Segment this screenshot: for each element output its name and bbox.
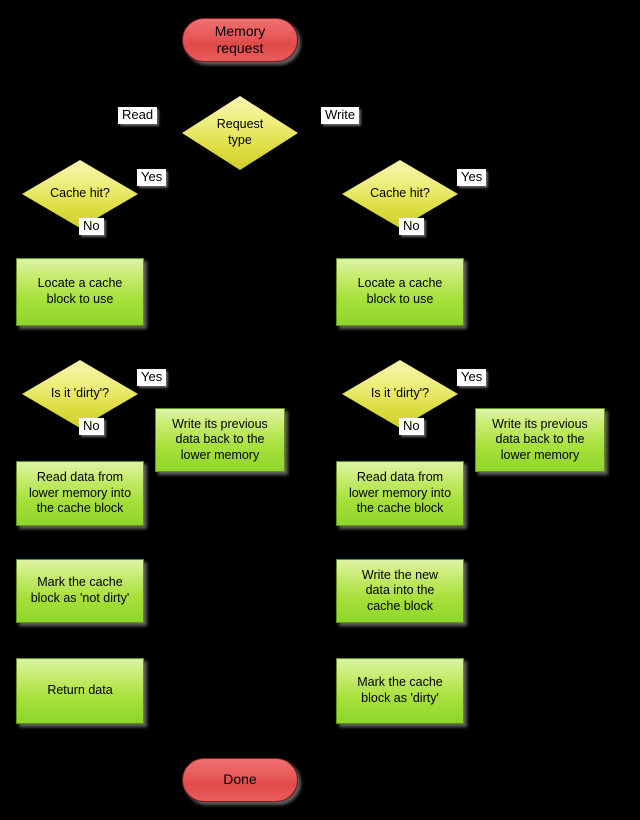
edge-label-text: Read xyxy=(122,107,154,122)
node-label: Memory request xyxy=(214,22,266,57)
node-write-fill-cache-block[interactable]: Read data from lower memory into the cac… xyxy=(336,461,464,526)
edge-label-text: No xyxy=(83,418,100,433)
edge-label-text: No xyxy=(403,218,420,233)
node-label: Done xyxy=(223,771,257,788)
node-read-cache-hit[interactable]: Cache hit? xyxy=(22,160,138,228)
edge-label-read: Read xyxy=(118,107,158,125)
node-label: Mark the cache block as 'dirty' xyxy=(357,675,443,705)
node-write-locate-block[interactable]: Locate a cache block to use xyxy=(336,258,464,326)
node-write-writeback[interactable]: Write its previous data back to the lowe… xyxy=(475,408,605,472)
edge-label-text: Write xyxy=(325,107,356,122)
edge-label-read-dirty-no: No xyxy=(79,418,104,436)
node-label: Cache hit? xyxy=(50,186,110,201)
node-write-is-dirty[interactable]: Is it 'dirty'? xyxy=(342,360,458,428)
node-done[interactable]: Done xyxy=(182,758,298,802)
edge-write-writeback-to-fill xyxy=(467,472,541,495)
node-label: Write the new data into the cache block xyxy=(361,567,439,613)
node-read-is-dirty[interactable]: Is it 'dirty'? xyxy=(22,360,138,428)
edge-label-text: No xyxy=(403,418,420,433)
node-label: Write its previous data back to the lowe… xyxy=(492,416,588,462)
node-label: Request type xyxy=(216,117,264,147)
node-label: Cache hit? xyxy=(370,186,430,201)
edge-label-text: Yes xyxy=(461,369,483,384)
edge-write-mark-to-done xyxy=(301,724,401,784)
edge-label-text: No xyxy=(83,218,100,233)
edge-label-read-hit-yes: Yes xyxy=(137,169,167,187)
edge-label-write: Write xyxy=(321,107,360,125)
node-write-mark-dirty[interactable]: Mark the cache block as 'dirty' xyxy=(336,658,464,724)
edge-read-return-to-done xyxy=(79,724,181,784)
node-label: Return data xyxy=(47,683,113,698)
node-read-writeback[interactable]: Write its previous data back to the lowe… xyxy=(155,408,285,472)
node-return-data[interactable]: Return data xyxy=(16,658,144,724)
edge-write-hit-yes xyxy=(457,193,489,593)
edge-label-read-dirty-yes: Yes xyxy=(137,369,167,387)
edge-request-type-write xyxy=(297,136,404,161)
node-write-cache-hit[interactable]: Cache hit? xyxy=(342,160,458,228)
node-label: Is it 'dirty'? xyxy=(50,386,110,401)
node-memory-request[interactable]: Memory request xyxy=(182,18,298,62)
edge-label-write-hit-no: No xyxy=(399,218,424,236)
edge-label-write-dirty-no: No xyxy=(399,418,424,436)
node-label: Locate a cache block to use xyxy=(357,276,443,306)
edge-write-dirty-yes xyxy=(457,393,544,409)
node-label: Locate a cache block to use xyxy=(37,276,123,306)
edge-label-write-dirty-yes: Yes xyxy=(457,369,487,387)
edge-request-type-read xyxy=(76,136,183,161)
node-request-type[interactable]: Request type xyxy=(182,96,298,170)
edge-label-text: Yes xyxy=(141,169,163,184)
node-read-locate-block[interactable]: Locate a cache block to use xyxy=(16,258,144,326)
edge-read-writeback-to-fill xyxy=(147,472,221,495)
node-read-fill-cache-block[interactable]: Read data from lower memory into the cac… xyxy=(16,461,144,526)
node-write-new-data[interactable]: Write the new data into the cache block xyxy=(336,559,464,623)
node-label: Mark the cache block as 'not dirty' xyxy=(30,575,130,605)
node-label: Write its previous data back to the lowe… xyxy=(172,416,268,462)
edge-label-text: Yes xyxy=(141,369,163,384)
node-label: Read data from lower memory into the cac… xyxy=(348,470,452,516)
node-label: Read data from lower memory into the cac… xyxy=(28,470,132,516)
node-label: Is it 'dirty'? xyxy=(370,386,430,401)
node-read-mark-not-dirty[interactable]: Mark the cache block as 'not dirty' xyxy=(16,559,144,623)
edge-read-dirty-yes xyxy=(137,393,224,409)
edge-label-text: Yes xyxy=(461,169,483,184)
edge-label-read-hit-no: No xyxy=(79,218,104,236)
edge-label-write-hit-yes: Yes xyxy=(457,169,487,187)
